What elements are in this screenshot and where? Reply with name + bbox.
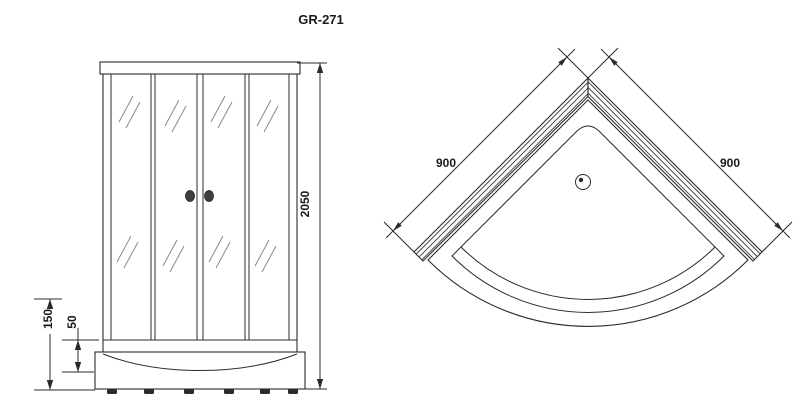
dimension-900-right: 900 <box>587 47 793 253</box>
dimension-line <box>600 48 791 239</box>
dimension-label-base: 150 <box>41 309 55 329</box>
front-view: 2050 150 50 <box>34 61 327 394</box>
wall-hatch-right <box>587 76 763 262</box>
tray-outline <box>427 99 749 327</box>
drain <box>575 174 591 190</box>
tray-apron-curve <box>102 353 298 371</box>
tray-plan <box>427 99 749 327</box>
dimension-label-side-b: 900 <box>720 156 740 170</box>
diagram-title: GR-271 <box>298 12 344 27</box>
extension-lines <box>34 298 95 391</box>
frame-sides <box>102 74 298 352</box>
door-panels <box>116 74 279 340</box>
door-handle-right <box>204 190 214 202</box>
dimension-50: 50 <box>62 315 99 373</box>
shower-tray-front <box>94 351 306 394</box>
top-rail <box>99 61 301 75</box>
cabin-frame <box>99 61 301 353</box>
extension-lines <box>297 62 327 390</box>
dimension-150: 150 <box>34 298 95 391</box>
tray-inner-rim <box>451 125 725 313</box>
extension-lines <box>62 339 99 373</box>
dimension-line <box>385 48 576 239</box>
witness-lines <box>587 47 793 253</box>
plan-view: 900 900 <box>383 47 793 327</box>
tray-body <box>94 351 306 390</box>
witness-lines <box>383 47 589 253</box>
dimension-label-height: 2050 <box>298 190 312 217</box>
panel-dividers <box>150 74 250 340</box>
plan-walls <box>413 76 763 262</box>
tray-front-step <box>460 246 716 300</box>
dimension-2050: 2050 <box>297 62 327 390</box>
tray-feet <box>107 389 298 394</box>
door-handle-left <box>185 190 195 202</box>
bottom-rails <box>103 339 297 353</box>
frame-inner-posts <box>110 74 290 340</box>
dimension-label-side-a: 900 <box>436 156 456 170</box>
dimension-label-step: 50 <box>65 315 79 329</box>
dimension-900-left: 900 <box>383 47 589 253</box>
